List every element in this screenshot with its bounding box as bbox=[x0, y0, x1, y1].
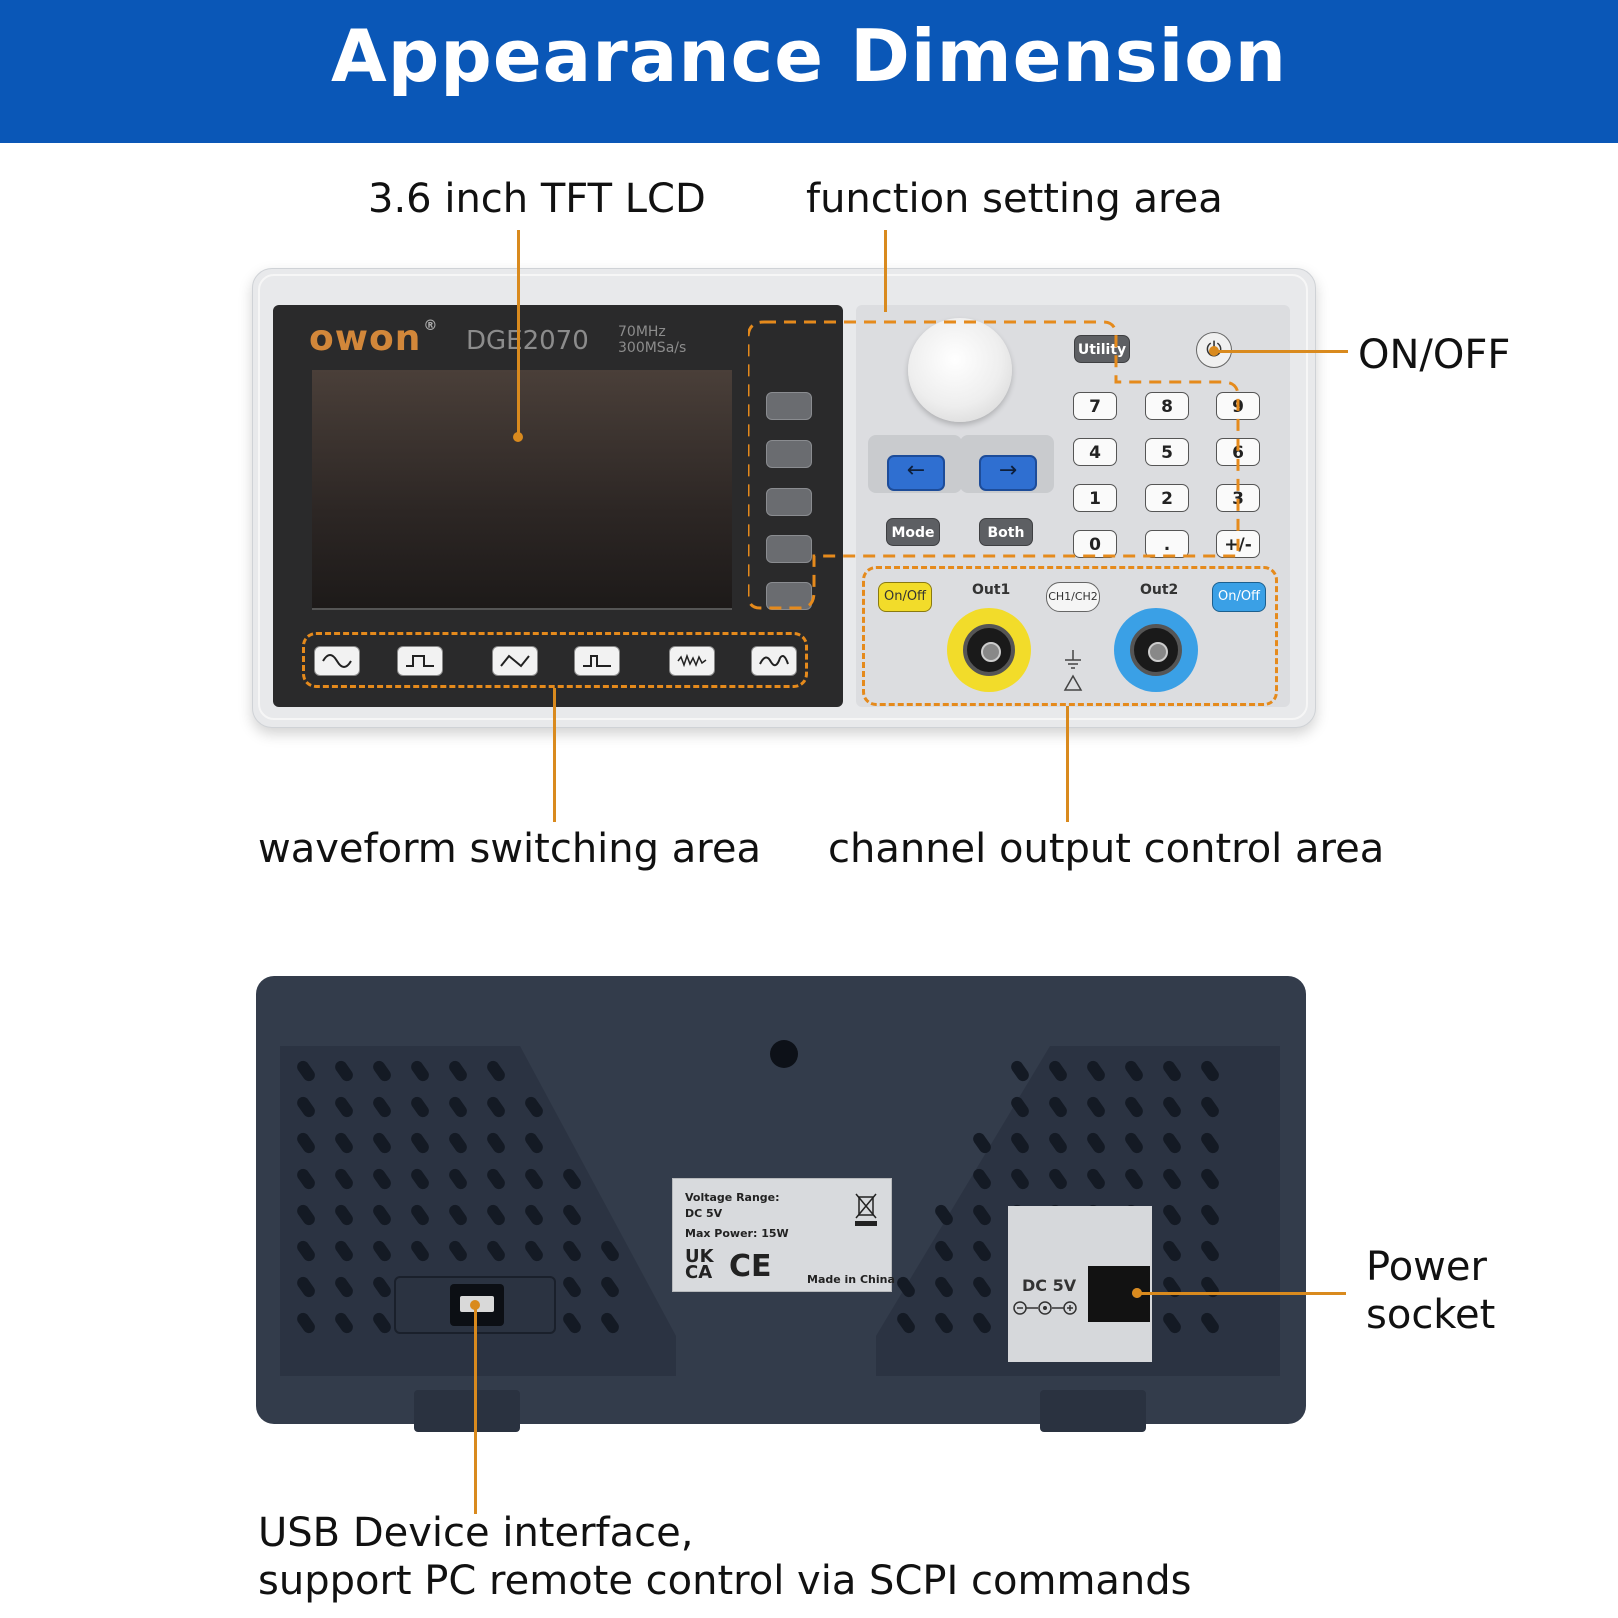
on-off-callout: ON/OFF bbox=[1358, 332, 1511, 378]
arbitrary-wave-icon bbox=[759, 655, 789, 667]
front-panel-rim bbox=[258, 274, 1308, 720]
title-banner: Appearance Dimension bbox=[0, 0, 1618, 143]
digit-5-button[interactable]: 5 bbox=[1145, 438, 1189, 466]
model-name: DGE2070 bbox=[466, 326, 589, 356]
out2-label: Out2 bbox=[1140, 582, 1179, 598]
usb-leader-dot bbox=[470, 1300, 480, 1310]
out1-connector-body bbox=[963, 624, 1015, 676]
power-socket-leader-line bbox=[1138, 1292, 1346, 1295]
digit-8-button[interactable]: 8 bbox=[1145, 392, 1189, 420]
pulse-wave-icon bbox=[583, 655, 611, 667]
out2-connector-pin bbox=[1148, 642, 1168, 662]
utility-button[interactable]: Utility bbox=[1074, 335, 1130, 363]
sine-wave-icon bbox=[322, 654, 352, 668]
arbitrary-wave-button[interactable] bbox=[751, 646, 797, 676]
soft-key-4[interactable] bbox=[766, 535, 812, 563]
out1-label: Out1 bbox=[972, 582, 1011, 598]
out1-connector-pin bbox=[981, 642, 1001, 662]
ramp-wave-icon bbox=[500, 654, 530, 668]
ukca-mark: UK CA bbox=[685, 1246, 714, 1283]
function-area-leader-line bbox=[884, 230, 887, 312]
lcd-callout: 3.6 inch TFT LCD bbox=[368, 176, 706, 222]
noise-wave-icon bbox=[677, 653, 707, 668]
soft-key-3[interactable] bbox=[766, 488, 812, 516]
digit-2-button[interactable]: 2 bbox=[1145, 484, 1189, 512]
digit-7-button[interactable]: 7 bbox=[1073, 392, 1117, 420]
waveform-area-leader-line bbox=[553, 688, 556, 822]
lcd-leader-dot bbox=[513, 432, 523, 442]
ground-warning-icon bbox=[1063, 650, 1083, 691]
page-title: Appearance Dimension bbox=[331, 14, 1287, 98]
left-arrow-button[interactable]: ← bbox=[887, 455, 945, 491]
polarity-icon bbox=[1013, 1301, 1077, 1315]
ch1-onoff-button[interactable]: On/Off bbox=[878, 582, 932, 612]
pulse-wave-button[interactable] bbox=[574, 646, 620, 676]
power-socket-callout-line2: socket bbox=[1366, 1292, 1496, 1338]
max-power-text: Max Power: 15W bbox=[685, 1227, 789, 1240]
channel-area-leader-line bbox=[1066, 706, 1069, 822]
digit-0-button[interactable]: 0 bbox=[1073, 530, 1117, 558]
waveform-area-outline bbox=[302, 632, 808, 688]
out1-connector[interactable] bbox=[947, 608, 1031, 692]
usb-leader-line bbox=[474, 1306, 477, 1514]
right-arrow-icon: → bbox=[998, 458, 1018, 483]
soft-key-1[interactable] bbox=[766, 392, 812, 420]
rear-foot-left bbox=[414, 1390, 520, 1432]
ramp-wave-button[interactable] bbox=[492, 646, 538, 676]
out2-connector-body bbox=[1130, 624, 1182, 676]
waveform-area-callout: waveform switching area bbox=[258, 826, 761, 872]
device-spec: 70MHz 300MSa/s bbox=[618, 324, 686, 356]
function-area-callout: function setting area bbox=[806, 176, 1223, 222]
origin-text: Made in China bbox=[807, 1273, 895, 1286]
usb-callout-line2: support PC remote control via SCPI comma… bbox=[258, 1558, 1192, 1604]
right-arrow-button[interactable]: → bbox=[979, 455, 1037, 491]
lcd-leader-line bbox=[517, 230, 520, 436]
voltage-range-title: Voltage Range: bbox=[685, 1191, 780, 1204]
rotary-knob[interactable] bbox=[908, 318, 1012, 422]
soft-key-2[interactable] bbox=[766, 440, 812, 468]
digit-4-button[interactable]: 4 bbox=[1073, 438, 1117, 466]
channel-area-outline bbox=[862, 566, 1278, 706]
soft-key-5[interactable] bbox=[766, 582, 812, 610]
on-off-leader-line bbox=[1216, 350, 1348, 353]
rating-label: Voltage Range: DC 5V Max Power: 15W UK C… bbox=[672, 1178, 895, 1292]
spec-bandwidth: 70MHz bbox=[618, 324, 666, 340]
left-arrow-icon: ← bbox=[906, 458, 926, 483]
usb-callout-line1: USB Device interface, bbox=[258, 1510, 694, 1556]
out2-connector[interactable] bbox=[1114, 608, 1198, 692]
square-wave-button[interactable] bbox=[397, 646, 443, 676]
voltage-range-value: DC 5V bbox=[685, 1207, 723, 1220]
lcd-display bbox=[312, 370, 732, 610]
weee-bin-icon bbox=[855, 1193, 877, 1226]
power-socket-leader-dot bbox=[1132, 1288, 1142, 1298]
spec-sample-rate: 300MSa/s bbox=[618, 340, 687, 356]
ch2-onoff-button[interactable]: On/Off bbox=[1212, 582, 1266, 612]
noise-wave-button[interactable] bbox=[669, 646, 715, 676]
dc-socket-label: DC 5V bbox=[1022, 1276, 1077, 1295]
square-wave-icon bbox=[406, 655, 434, 667]
power-socket-callout-line1: Power bbox=[1366, 1244, 1487, 1290]
ch1-ch2-switch-button[interactable]: CH1/CH2 bbox=[1046, 582, 1100, 612]
brand-logo: owon® bbox=[309, 318, 439, 359]
function-area-outline bbox=[748, 320, 1240, 610]
on-off-leader-dot bbox=[1209, 346, 1219, 356]
mode-button[interactable]: Mode bbox=[886, 518, 940, 546]
ce-mark: CE bbox=[729, 1249, 772, 1284]
channel-area-callout: channel output control area bbox=[828, 826, 1385, 872]
both-button[interactable]: Both bbox=[979, 518, 1033, 546]
rear-foot-right bbox=[1040, 1390, 1146, 1432]
digit-1-button[interactable]: 1 bbox=[1073, 484, 1117, 512]
sine-wave-button[interactable] bbox=[314, 646, 360, 676]
rear-screw-center bbox=[770, 1040, 798, 1068]
